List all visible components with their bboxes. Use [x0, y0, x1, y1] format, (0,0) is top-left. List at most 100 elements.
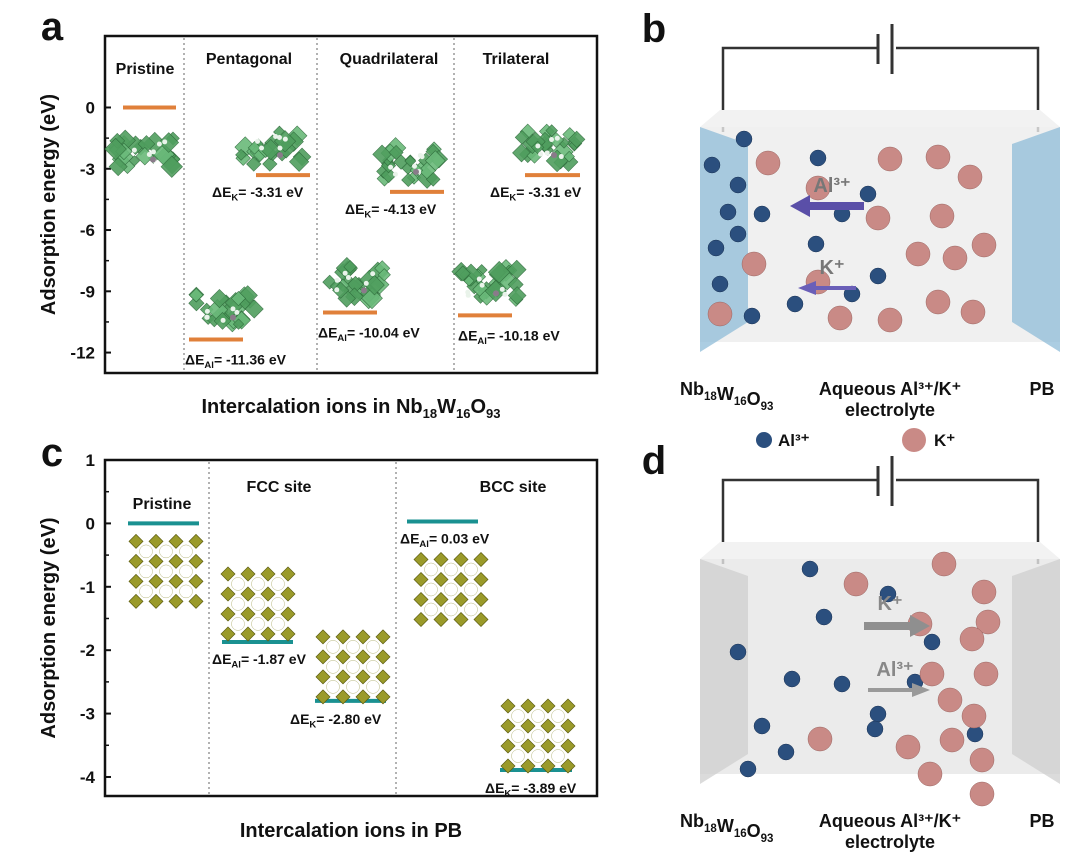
plot-frame: [103, 458, 599, 798]
void-icon: [370, 271, 376, 277]
k-ion: [971, 579, 997, 605]
y-tick-label: 0: [86, 98, 95, 117]
octahedron-icon: [315, 669, 331, 685]
al-ion: [707, 239, 725, 257]
octahedron-icon: [280, 566, 296, 582]
panel-letter: c: [41, 431, 63, 475]
structure-icon: [220, 566, 296, 642]
octahedron-icon: [168, 533, 184, 549]
k-ion: [925, 144, 951, 170]
void-icon: [476, 276, 482, 282]
energy-label: ΔEK= -2.80 eV: [290, 711, 382, 731]
void-icon: [558, 154, 564, 160]
octahedron-icon: [335, 689, 351, 705]
y-axis-label: Adsorption energy (eV): [38, 517, 60, 738]
cage-icon: [464, 562, 478, 577]
octahedron-icon: [355, 649, 371, 665]
octahedron-icon: [453, 551, 469, 567]
k-ion: [960, 299, 986, 325]
polyhedron-icon: [343, 260, 357, 274]
polyhedron-icon: [160, 155, 183, 178]
k-ion: [917, 761, 943, 787]
octahedron-icon: [280, 606, 296, 622]
octahedron-icon: [375, 629, 391, 645]
cage-icon: [424, 602, 438, 617]
octahedron-icon: [128, 533, 144, 549]
y-axis-label: Adsorption energy (eV): [38, 94, 60, 315]
cage-icon: [464, 582, 478, 597]
wire: [896, 46, 1040, 132]
octahedron-icon: [540, 718, 556, 734]
void-icon: [392, 171, 398, 177]
octahedron-icon: [335, 649, 351, 665]
octahedron-icon: [168, 593, 184, 609]
energy-label: ΔEK= -3.31 eV: [490, 184, 582, 204]
y-tick-label: -9: [80, 282, 95, 301]
polyhedron-icon: [188, 295, 205, 312]
k-ion: [843, 571, 869, 597]
cage-icon: [159, 544, 173, 559]
void-icon: [273, 134, 279, 140]
octahedron-icon: [355, 689, 371, 705]
octahedron-icon: [433, 611, 449, 627]
octahedron-icon: [500, 698, 516, 714]
structure-icon: [128, 533, 204, 609]
octahedron-icon: [560, 758, 576, 774]
k-ion: [707, 301, 733, 327]
polyhedron-icon: [246, 156, 262, 172]
container-top: [700, 542, 1060, 559]
void-icon: [544, 150, 550, 156]
octahedron-icon: [375, 689, 391, 705]
octahedron-icon: [433, 571, 449, 587]
polyhedron-icon: [377, 268, 391, 282]
octahedron-icon: [500, 738, 516, 754]
octahedron-icon: [453, 591, 469, 607]
right-electrode-label: PB: [1029, 379, 1054, 399]
section-label: Pristine: [116, 61, 175, 78]
panel-letter: a: [41, 5, 64, 49]
polyhedron-icon: [235, 148, 248, 161]
octahedron-icon: [335, 629, 351, 645]
void-icon: [276, 134, 282, 140]
polyhedron-icon: [128, 155, 141, 167]
y-tick-label: -6: [80, 221, 95, 240]
polyhedron-icon: [507, 286, 527, 305]
cage-icon: [271, 577, 285, 591]
section-label: Pentagonal: [206, 51, 292, 68]
cage-icon: [326, 660, 340, 674]
polyhedron-icon: [401, 172, 416, 188]
k-ion: [939, 727, 965, 753]
al-ion: [753, 717, 771, 735]
octahedron-icon: [148, 573, 164, 589]
void-icon: [549, 137, 555, 143]
cage-icon: [424, 562, 438, 577]
cage-icon: [531, 749, 545, 763]
polyhedron-icon: [424, 150, 446, 172]
octahedron-icon: [260, 626, 276, 642]
al-ion: [783, 670, 801, 688]
void-icon: [345, 275, 351, 281]
octahedron-icon: [355, 669, 371, 685]
void-icon: [234, 309, 240, 315]
octahedron-icon: [240, 626, 256, 642]
right-electrode-label: PB: [1029, 811, 1054, 831]
octahedron-icon: [168, 553, 184, 569]
ion-icon: [277, 152, 283, 159]
al-ion: [753, 205, 771, 223]
al-ion: [735, 130, 753, 148]
void-icon: [417, 152, 423, 158]
structure-icon: [372, 137, 449, 189]
cage-icon: [551, 709, 565, 723]
k-ion: [755, 150, 781, 176]
al-ion: [866, 720, 884, 738]
void-icon: [230, 306, 236, 312]
octahedron-icon: [188, 533, 204, 549]
al-ion: [729, 643, 747, 661]
right-electrode: [1012, 127, 1060, 352]
polyhedron-icon: [244, 299, 264, 319]
void-icon: [131, 147, 137, 153]
void-icon: [334, 277, 340, 283]
octahedron-icon: [375, 669, 391, 685]
al-ion: [859, 185, 877, 203]
